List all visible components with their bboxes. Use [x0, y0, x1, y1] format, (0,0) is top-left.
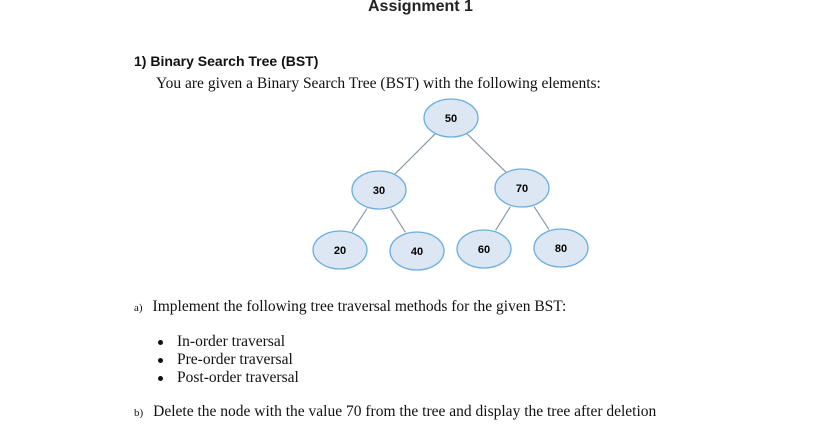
part-b: b) Delete the node with the value 70 from… — [134, 403, 656, 421]
tree-edge — [390, 208, 406, 233]
question-description: You are given a Binary Search Tree (BST)… — [156, 75, 601, 92]
tree-node — [423, 98, 479, 138]
tree-node — [351, 170, 407, 210]
part-a-label: a) — [134, 302, 143, 314]
part-b-text: Delete the node with the value 70 from t… — [153, 403, 657, 420]
tree-node-value: 70 — [516, 183, 528, 195]
traversal-label: Pre-order traversal — [177, 351, 293, 368]
part-b-label: b) — [134, 407, 144, 419]
tree-node-value: 80 — [555, 243, 567, 255]
traversal-item: Pre-order traversal — [158, 351, 293, 369]
traversal-item: Post-order traversal — [158, 369, 299, 387]
tree-edge — [533, 206, 550, 230]
tree-node-value: 30 — [373, 185, 385, 197]
part-a-text: Implement the following tree traversal m… — [152, 298, 567, 315]
tree-node — [456, 229, 512, 269]
tree-edge — [495, 206, 511, 231]
tree-node-value: 40 — [411, 246, 423, 258]
document-title: Assignment 1 — [368, 0, 473, 15]
tree-node — [312, 230, 368, 270]
tree-node-value: 60 — [478, 244, 490, 256]
tree-node — [533, 228, 589, 268]
bullet-icon — [158, 339, 163, 345]
tree-node-value: 50 — [445, 113, 457, 125]
tree-node-value: 20 — [334, 245, 346, 257]
traversal-label: Post-order traversal — [177, 369, 299, 386]
tree-node — [389, 231, 445, 271]
tree-edge — [351, 208, 368, 232]
tree-node — [494, 168, 550, 208]
question-title: 1) Binary Search Tree (BST) — [134, 53, 319, 69]
tree-edge — [466, 133, 507, 173]
tree-edge — [394, 133, 436, 175]
part-a: a) Implement the following tree traversal… — [134, 298, 566, 316]
traversal-item: In-order traversal — [158, 333, 285, 351]
bullet-icon — [158, 357, 163, 363]
traversal-label: In-order traversal — [177, 333, 286, 350]
bullet-icon — [158, 375, 163, 381]
